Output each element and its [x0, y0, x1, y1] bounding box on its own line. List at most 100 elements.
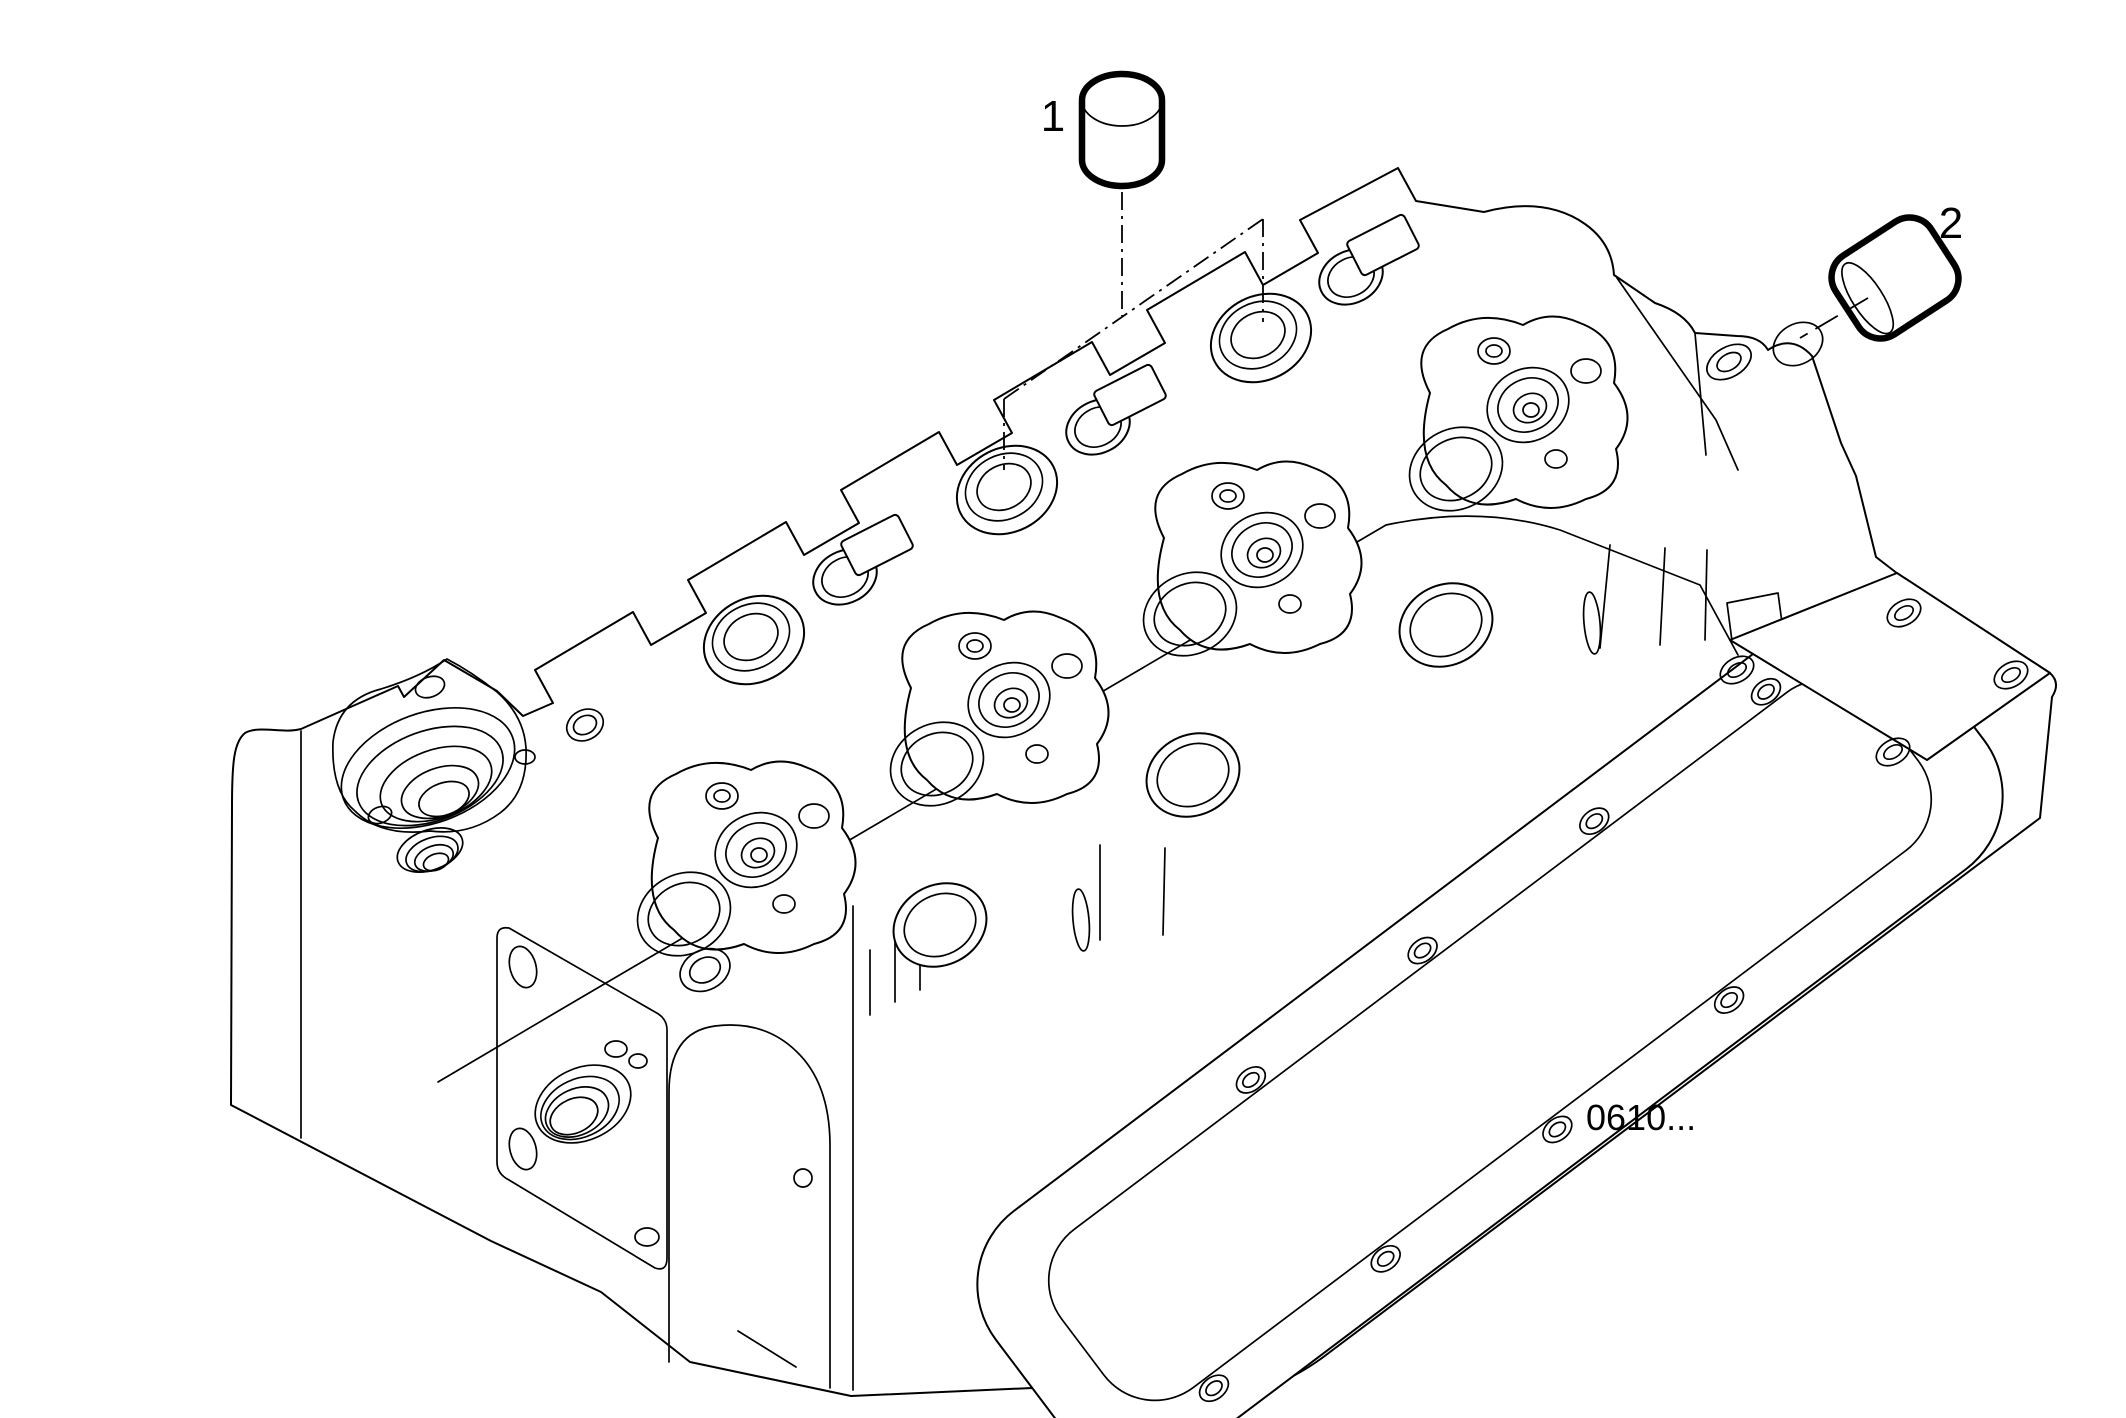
plate-oblong-hole [508, 1127, 538, 1171]
corner-mount-plate [1729, 572, 2051, 761]
corner-plate-hole-inner [2000, 666, 2022, 684]
flange-bolt-hole-inner [1376, 1250, 1395, 1267]
dome-ring [356, 725, 504, 827]
tappet-bore-boss [955, 444, 1059, 536]
flange-bolt-hole-inner [1585, 813, 1604, 830]
tappet-bore-ring [964, 452, 1044, 522]
flange-bolt-hole-inner [1720, 991, 1739, 1009]
wall-slot [1071, 888, 1091, 952]
flange-bolt-hole [1235, 1066, 1267, 1094]
flange-bolt-hole [1713, 986, 1745, 1014]
flange-bolt-hole-inner [1548, 1121, 1567, 1138]
right-end-bolt-hole [1706, 343, 1752, 381]
arch-cover-outline [668, 1024, 831, 1389]
wall-slot [1582, 591, 1602, 655]
flange-bolt-hole [1750, 677, 1782, 706]
wall-port-group [892, 582, 1494, 968]
right-wall-ribs [1599, 544, 1708, 649]
plate-small-hole [628, 1053, 648, 1069]
flange-bolt-hole [1542, 1115, 1573, 1144]
corner-plate-hole-inner [1882, 743, 1904, 761]
callout-label-2: 2 [1939, 199, 1963, 248]
plate-small-hole [604, 1040, 628, 1058]
deck-oblong-hole [679, 947, 731, 993]
cylinder-head-drawing [230, 167, 2057, 1418]
corner-plate-hole-inner [1726, 661, 1748, 679]
tappet-bore-boss [1209, 292, 1313, 384]
dome-ring [340, 706, 516, 830]
injector-cluster [875, 610, 1110, 823]
front-mount-plate-outline [496, 926, 668, 1270]
tappet-top-rim [1081, 73, 1163, 127]
bottom-tip-edge [737, 1330, 797, 1368]
flange-bolt-hole-inner [1757, 683, 1775, 700]
tappet-bore-inner [1230, 310, 1286, 360]
flange-bolt-hole [1198, 1374, 1230, 1403]
dome-side-hole [367, 805, 393, 825]
wall-port-inner [1409, 592, 1483, 658]
part-1-tappet [1078, 70, 1166, 190]
flange-bolt-hole-inner [1241, 1071, 1260, 1089]
corner-plate-hole-inner [1893, 604, 1915, 622]
deck-front-rim [437, 515, 1739, 1083]
callout-label-1: 1 [1041, 92, 1065, 141]
rocker-pedestal-group [840, 213, 1420, 577]
leader-line-part-1 [1003, 218, 1264, 400]
wall-port-inner [903, 892, 977, 958]
tappet-bore-group [702, 292, 1313, 686]
tappet-bore-inner [976, 462, 1032, 512]
corner-plate-hole [1886, 598, 1922, 628]
plate-bore-ring [540, 1075, 620, 1141]
counterbore-ring [422, 852, 450, 872]
rocker-pedestal [1346, 213, 1420, 277]
flange-bolt-hole [1407, 936, 1438, 965]
bushing-bore-rim [1841, 262, 1895, 335]
deck-hole-group [514, 708, 731, 993]
wall-slot-group [1071, 591, 1602, 952]
arch-cover-hole [793, 1168, 813, 1188]
front-plate-detail-group [508, 945, 813, 1247]
flange-bolt-hole [1370, 1244, 1401, 1273]
flange-bolt-hole-inner [1205, 1380, 1223, 1397]
dome-ring [379, 745, 493, 823]
injector-cluster [1394, 315, 1629, 528]
leader-line-part-2 [1799, 297, 1869, 339]
flange-bolt-hole-inner [1413, 942, 1432, 959]
tappet-bore-boss [702, 594, 806, 686]
rocker-pedestal [1093, 363, 1167, 427]
corner-plate-hole [1875, 737, 1911, 767]
plate-bore-ring [544, 1086, 610, 1138]
right-end-edges [1616, 277, 1739, 471]
tappet-bore-ring [1218, 300, 1298, 370]
plate-bore-ring [549, 1096, 599, 1136]
injector-cluster [622, 760, 857, 973]
corner-plate-hole [1719, 655, 1755, 685]
deck-bolt-hole [565, 708, 605, 742]
corner-plate-hole [1993, 660, 2029, 690]
corner-plate-hole-group [1719, 598, 2029, 767]
flange-bolt-hole [1579, 807, 1610, 836]
bushing-body [1828, 214, 1962, 342]
dome-bolt-hole [414, 675, 446, 699]
plate-small-hole [634, 1227, 660, 1247]
water-dome-group [340, 675, 516, 873]
part-2-bushing [1828, 214, 1962, 342]
dome-ring [418, 780, 470, 818]
right-end-bolt-hole-inner [1716, 351, 1742, 373]
injector-cluster [1128, 460, 1363, 673]
tappet-bore-inner [723, 612, 779, 662]
wall-port-inner [1156, 742, 1230, 808]
reference-code-label: 0610... [1586, 1097, 1696, 1138]
deck-oblong-hole-inner [688, 956, 722, 984]
plate-bore-ring [534, 1064, 632, 1144]
deck-bolt-hole-inner [572, 714, 598, 736]
leader-lines [1003, 192, 1869, 470]
camshaft-bore-boss [1772, 321, 1824, 367]
tappet-bore-ring [711, 602, 791, 672]
right-end-hole-group [1706, 321, 1824, 381]
plate-oblong-hole [508, 945, 538, 989]
tappet-body [1078, 70, 1166, 190]
deck-small-hole [514, 749, 536, 765]
